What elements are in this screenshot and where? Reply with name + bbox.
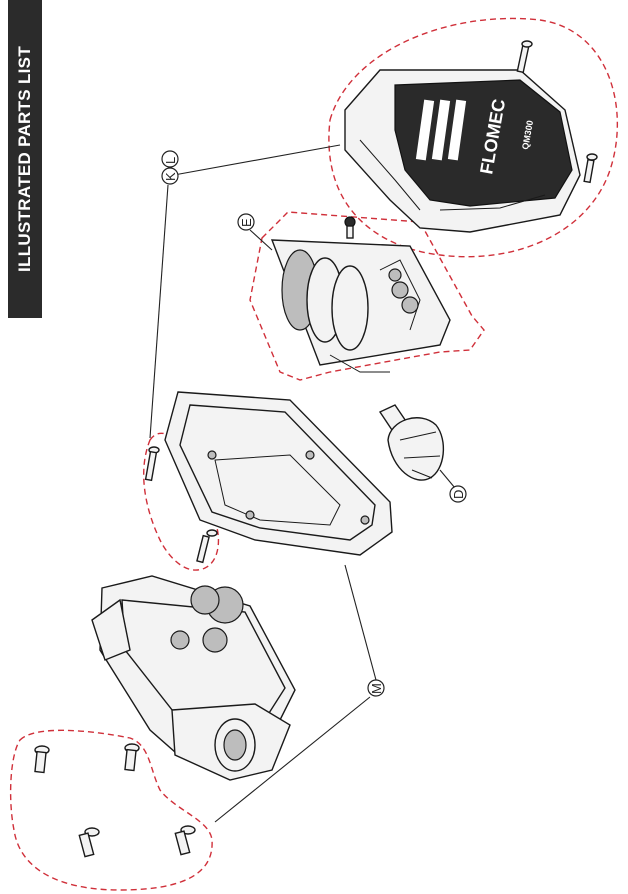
callout-l-label: L <box>163 157 178 164</box>
leader-kl <box>173 144 341 176</box>
body-screw-4 <box>174 825 196 856</box>
callout-m-label: M <box>369 683 384 694</box>
display-screw-top <box>516 40 533 74</box>
callout-k: K <box>161 167 179 185</box>
cover-screw-1 <box>144 446 160 482</box>
callout-k-label: K <box>163 172 178 181</box>
housing-cover <box>164 391 393 556</box>
meter-body <box>91 575 296 781</box>
reset-knob <box>378 404 445 481</box>
callout-l: L <box>161 150 179 168</box>
callout-d: D <box>449 485 467 503</box>
callout-m: M <box>367 679 385 697</box>
callout-d-label: D <box>451 490 466 499</box>
body-screw-2 <box>124 743 140 772</box>
section-header-tab: ILLUSTRATED PARTS LIST <box>8 0 42 318</box>
body-screw-3 <box>78 827 100 858</box>
register-module <box>270 216 451 373</box>
leader-kl-down <box>149 184 169 439</box>
body-screw-1 <box>34 745 50 774</box>
register-screw <box>344 216 356 239</box>
outline-register-module <box>249 211 485 381</box>
leader-m-down <box>214 696 371 823</box>
callout-e: E <box>237 213 255 231</box>
outline-body-screws <box>9 729 213 891</box>
display-screw-right <box>583 153 598 184</box>
cover-screw-2 <box>196 529 218 564</box>
leader-e <box>249 229 273 251</box>
callout-e-label: E <box>239 218 254 227</box>
leader-m-up <box>344 564 377 681</box>
leader-d <box>439 469 456 489</box>
display-cover: FLOMEC QM300 <box>344 40 598 233</box>
outline-cover-screws <box>143 432 220 571</box>
